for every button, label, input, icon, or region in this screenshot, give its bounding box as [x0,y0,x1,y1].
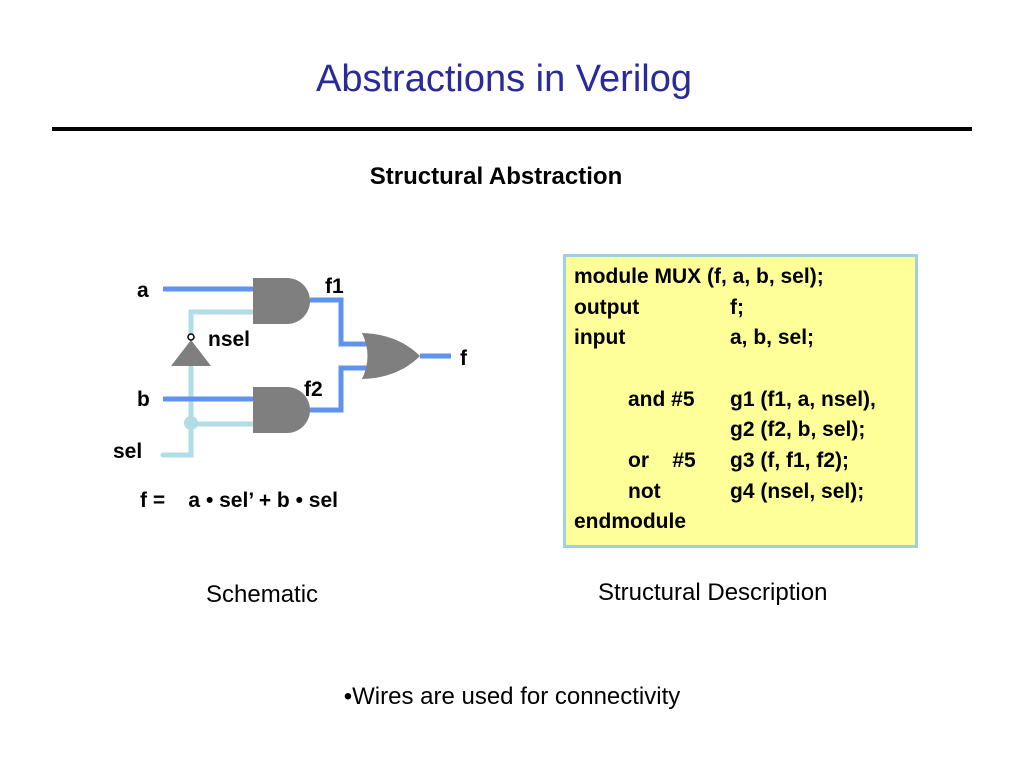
title-divider [52,127,972,131]
code-line-col-3: g2 (f2, b, sel); [730,418,866,441]
slide-title: Abstractions in Verilog [316,58,692,100]
code-line-col-2: or #5 [628,449,696,472]
code-line-col-1: input [574,326,626,349]
label-a: a [137,279,149,302]
label-sel: sel [113,440,142,463]
f2-wire [310,365,367,413]
and-gate-g2 [253,387,310,433]
code-line-col-1: module MUX (f, a, b, sel); [574,265,824,288]
code-line-col-3: g3 (f, f1, f2); [730,449,849,472]
code-line-col-1: output [574,296,640,319]
code-line-col-3: g4 (nsel, sel); [730,480,865,503]
sel-input-wire [160,419,194,458]
label-f: f [460,347,468,370]
main-wires [163,286,451,413]
not-gate [171,340,211,366]
label-f1: f1 [325,275,344,298]
slide-subtitle: Structural Abstraction [369,163,623,190]
f1-wire [310,297,367,347]
not-gate-bubble [187,333,195,341]
code-line-col-3: g1 (f1, a, nsel), [730,388,876,411]
mux-equation: f = a • sel’ + b • sel [140,489,338,512]
and-gate-g1 [253,278,310,324]
bullet-point: •Wires are used for connectivity [343,683,681,710]
code-line-col-2: and #5 [628,388,695,411]
code-line-col-3: a, b, sel; [730,326,815,349]
code-line-col-1: endmodule [574,510,687,533]
sel-junction-dot [184,416,198,430]
schematic-caption: Schematic [206,581,319,608]
nsel-to-and1-wire [188,309,255,337]
verilog-code-box: module MUX (f, a, b, sel); output f; input a… [563,254,918,548]
code-line-col-3: f; [730,296,744,319]
label-f2: f2 [304,378,323,401]
or-gate-g3 [362,333,420,379]
label-nsel: nsel [208,328,250,351]
structural-description-caption: Structural Description [598,579,828,606]
label-b: b [137,388,150,411]
code-line-col-2: not [628,480,661,503]
